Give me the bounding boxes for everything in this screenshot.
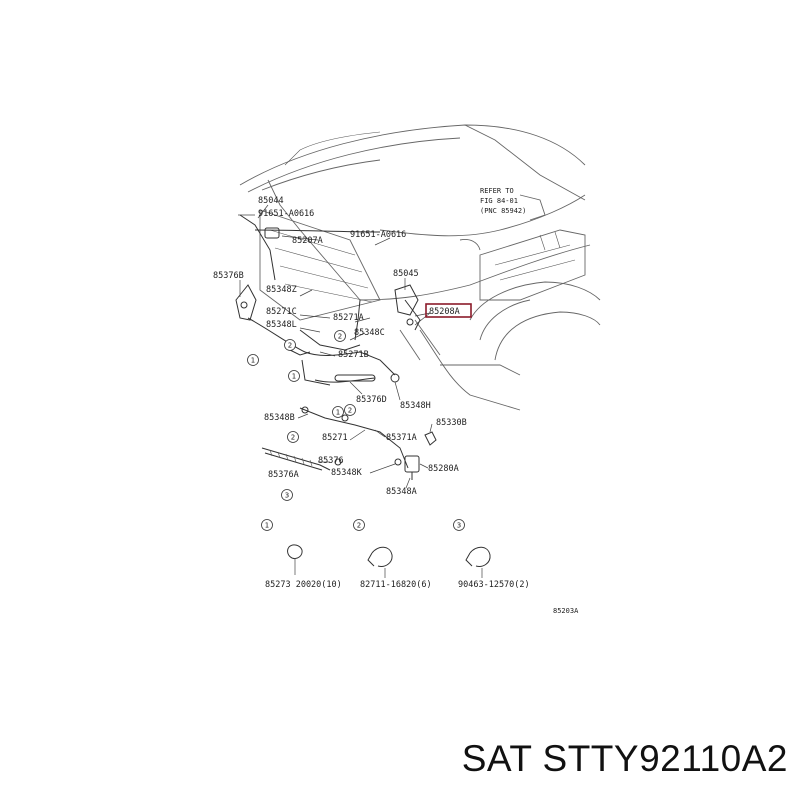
part-label: 85271C	[266, 307, 297, 317]
leader-lines	[238, 204, 483, 578]
part-label: 85280A	[428, 464, 459, 474]
callout-number: 2	[357, 522, 361, 530]
highlight-box	[425, 303, 472, 318]
callout-circle	[247, 354, 259, 366]
callout-number: 1	[265, 522, 269, 530]
part-label: 90463-12570(2)	[458, 580, 530, 590]
figure-code: 85203A	[553, 607, 579, 615]
part-label: 85376B	[213, 271, 244, 281]
callout-number: 1	[336, 409, 340, 417]
callout-circle	[287, 431, 299, 443]
part-label: 91651-A0616	[350, 230, 406, 240]
part-labels: REFER TO FIG 84-01 (PNC 85942) 85044 916…	[213, 187, 579, 615]
part-label: 85348A	[386, 487, 417, 497]
part-number-caption: SAT STTY92110A2	[461, 738, 788, 779]
part-label: 85273 20020(10)	[265, 580, 342, 590]
callout-number: 1	[251, 357, 255, 365]
refer-note-line: REFER TO	[480, 187, 514, 195]
part-label: 85376	[318, 456, 344, 466]
callout-circles: 1 1 1 2 2 2 2 3 1 2 3	[247, 330, 465, 531]
callout-circle	[281, 489, 293, 501]
part-label: 85044	[258, 196, 284, 206]
callout-number: 1	[292, 373, 296, 381]
callout-number: 3	[457, 522, 461, 530]
part-label: 85348Z	[266, 285, 297, 295]
refer-note-line: (PNC 85942)	[480, 207, 526, 215]
callout-circle	[332, 406, 344, 418]
part-label: 85348H	[400, 401, 431, 411]
part-label: 85376D	[356, 395, 387, 405]
callout-number: 2	[348, 407, 352, 415]
callout-circle	[288, 370, 300, 382]
callout-circle	[261, 519, 273, 531]
callout-circle	[334, 330, 346, 342]
vehicle-outline	[239, 124, 601, 411]
callout-number: 2	[338, 333, 342, 341]
part-label: 85348L	[266, 320, 297, 330]
callout-number: 2	[291, 434, 295, 442]
part-label: 85207A	[292, 236, 323, 246]
part-label: 85271	[322, 433, 348, 443]
part-label: 85271B	[338, 350, 369, 360]
part-label: 85348B	[264, 413, 295, 423]
part-label: 85348K	[331, 468, 363, 478]
washer-parts	[235, 214, 491, 567]
part-label: 85371A	[386, 433, 417, 443]
callout-circle	[453, 519, 465, 531]
part-label: 85348C	[354, 328, 385, 338]
part-label: 85208A	[429, 307, 460, 317]
part-label: 85271A	[333, 313, 364, 323]
part-label: 85045	[393, 269, 419, 279]
refer-note-line: FIG 84-01	[480, 197, 518, 205]
part-label: 91651-A0616	[258, 209, 314, 219]
part-label: 85376A	[268, 470, 299, 480]
callout-number: 2	[288, 342, 292, 350]
callout-number: 3	[285, 492, 289, 500]
part-label: 85330B	[436, 418, 467, 428]
callout-circle	[353, 519, 365, 531]
callout-circle	[284, 339, 296, 351]
callout-circle	[344, 404, 356, 416]
part-label: 82711-16820(6)	[360, 580, 432, 590]
